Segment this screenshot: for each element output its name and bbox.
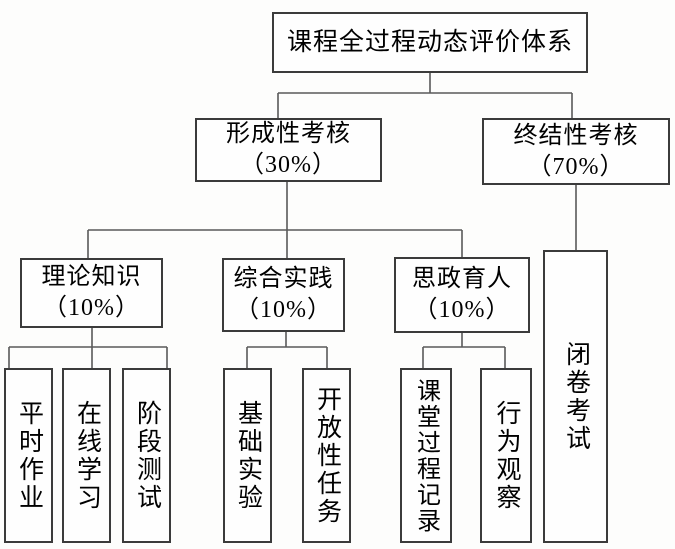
node-ideology-weight: （10%）	[413, 297, 511, 323]
node-open-task-label: 开放性任务	[313, 385, 341, 526]
node-ideology-label: 思政育人	[412, 266, 512, 292]
connector-ideology-to-leaves	[422, 333, 506, 368]
node-formative-weight: （30%）	[240, 152, 337, 178]
node-open-task[interactable]: 开放性任务	[302, 368, 351, 543]
node-formative-label: 形成性考核	[226, 121, 351, 147]
node-theory-knowledge[interactable]: 理论知识 （10%）	[20, 258, 163, 328]
node-theory-label: 理论知识	[41, 264, 142, 290]
node-practice-label: 综合实践	[233, 266, 334, 292]
connector-formative-to-level3	[87, 182, 463, 258]
connector-root-to-level2	[277, 73, 573, 118]
node-behavior-observation[interactable]: 行为观察	[480, 368, 532, 543]
node-root-label: 课程全过程动态评价体系	[286, 29, 573, 56]
node-daily-homework[interactable]: 平时作业	[4, 368, 53, 543]
node-closed-exam-label: 闭卷考试	[562, 340, 590, 453]
node-online-learning-label: 在线学习	[73, 399, 101, 512]
node-formative-assessment[interactable]: 形成性考核 （30%）	[195, 118, 382, 182]
connector-practice-to-leaves	[246, 332, 328, 368]
node-summative-assessment[interactable]: 终结性考核 （70%）	[482, 118, 670, 185]
node-basic-experiment-label: 基础实验	[234, 399, 262, 512]
node-comprehensive-practice[interactable]: 综合实践 （10%）	[222, 258, 345, 332]
node-class-process-record[interactable]: 课堂过程记录	[400, 368, 452, 543]
node-practice-weight: （10%）	[235, 297, 332, 323]
node-summative-weight: （70%）	[527, 153, 625, 180]
node-ideology-education[interactable]: 思政育人 （10%）	[394, 257, 530, 333]
node-summative-label: 终结性考核	[513, 122, 639, 149]
connector-theory-to-leaves	[8, 328, 168, 368]
node-homework-label: 平时作业	[15, 399, 43, 512]
node-class-record-label: 课堂过程记录	[412, 377, 439, 534]
node-closed-book-exam[interactable]: 闭卷考试	[543, 250, 608, 543]
node-behavior-observation-label: 行为观察	[493, 399, 520, 512]
node-basic-experiment[interactable]: 基础实验	[223, 368, 272, 543]
node-theory-weight: （10%）	[43, 295, 140, 321]
node-stage-test-label: 阶段测试	[133, 399, 161, 512]
node-stage-test[interactable]: 阶段测试	[122, 368, 171, 543]
node-root[interactable]: 课程全过程动态评价体系	[272, 12, 588, 73]
node-online-learning[interactable]: 在线学习	[62, 368, 111, 543]
